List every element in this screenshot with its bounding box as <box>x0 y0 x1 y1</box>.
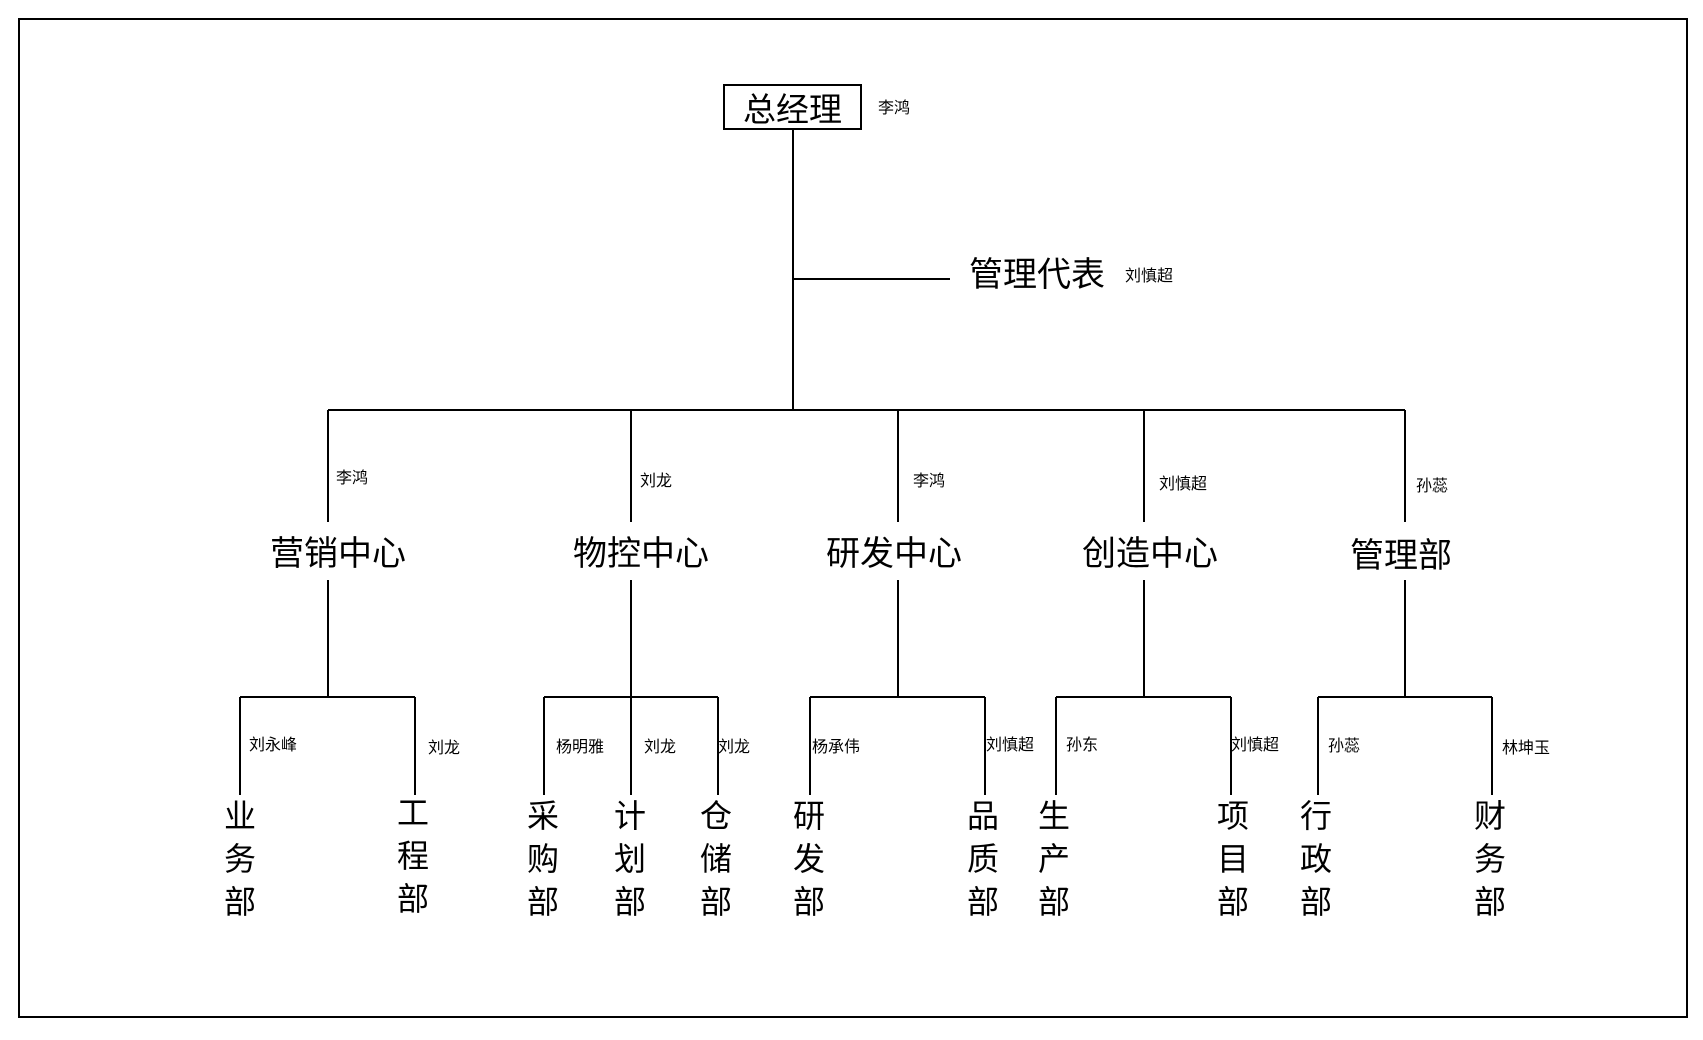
dept-person-0-0: 刘永峰 <box>249 735 298 754</box>
dept-person-1-2: 刘龙 <box>718 737 751 756</box>
management-rep-title: 管理代表 <box>969 255 1105 295</box>
dept-person-1-0: 杨明雅 <box>556 737 605 756</box>
dept-person-4-0: 孙蕊 <box>1328 736 1361 755</box>
dept-title-3-1[interactable]: 项目部 <box>1216 797 1249 921</box>
dept-person-3-1: 刘慎超 <box>1231 735 1280 754</box>
center-title-1[interactable]: 物控中心 <box>573 534 709 574</box>
center-title-0[interactable]: 营销中心 <box>270 534 406 574</box>
root-node[interactable]: 总经理 <box>723 84 862 130</box>
dept-person-2-1: 刘慎超 <box>986 735 1035 754</box>
center-title-3[interactable]: 创造中心 <box>1082 534 1218 574</box>
dept-title-2-0[interactable]: 研发部 <box>792 797 825 921</box>
dept-title-3-0[interactable]: 生产部 <box>1037 797 1070 921</box>
dept-person-2-0: 杨承伟 <box>812 737 861 756</box>
center-person-2: 李鸿 <box>913 471 946 490</box>
dept-title-1-2[interactable]: 仓储部 <box>699 797 732 921</box>
dept-title-2-1[interactable]: 品质部 <box>966 797 999 921</box>
management-rep-person: 刘慎超 <box>1125 266 1174 285</box>
center-title-4[interactable]: 管理部 <box>1350 536 1452 576</box>
center-person-3: 刘慎超 <box>1159 474 1208 493</box>
dept-title-4-1[interactable]: 财务部 <box>1473 797 1506 921</box>
center-title-2[interactable]: 研发中心 <box>826 534 962 574</box>
dept-person-4-1: 林坤玉 <box>1502 738 1551 757</box>
dept-title-0-0[interactable]: 业务部 <box>223 797 256 921</box>
root-person: 李鸿 <box>878 98 911 117</box>
dept-title-1-0[interactable]: 采购部 <box>526 797 559 921</box>
dept-person-0-1: 刘龙 <box>428 738 461 757</box>
dept-person-3-0: 孙东 <box>1066 735 1099 754</box>
dept-title-0-1[interactable]: 工程部 <box>396 794 429 918</box>
root-title: 总经理 <box>743 90 842 129</box>
diagram-frame <box>18 18 1688 1018</box>
dept-title-1-1[interactable]: 计划部 <box>613 797 646 921</box>
dept-person-1-1: 刘龙 <box>644 737 677 756</box>
center-person-4: 孙蕊 <box>1416 476 1449 495</box>
dept-title-4-0[interactable]: 行政部 <box>1299 797 1332 921</box>
center-person-1: 刘龙 <box>640 471 673 490</box>
center-person-0: 李鸿 <box>336 468 369 487</box>
